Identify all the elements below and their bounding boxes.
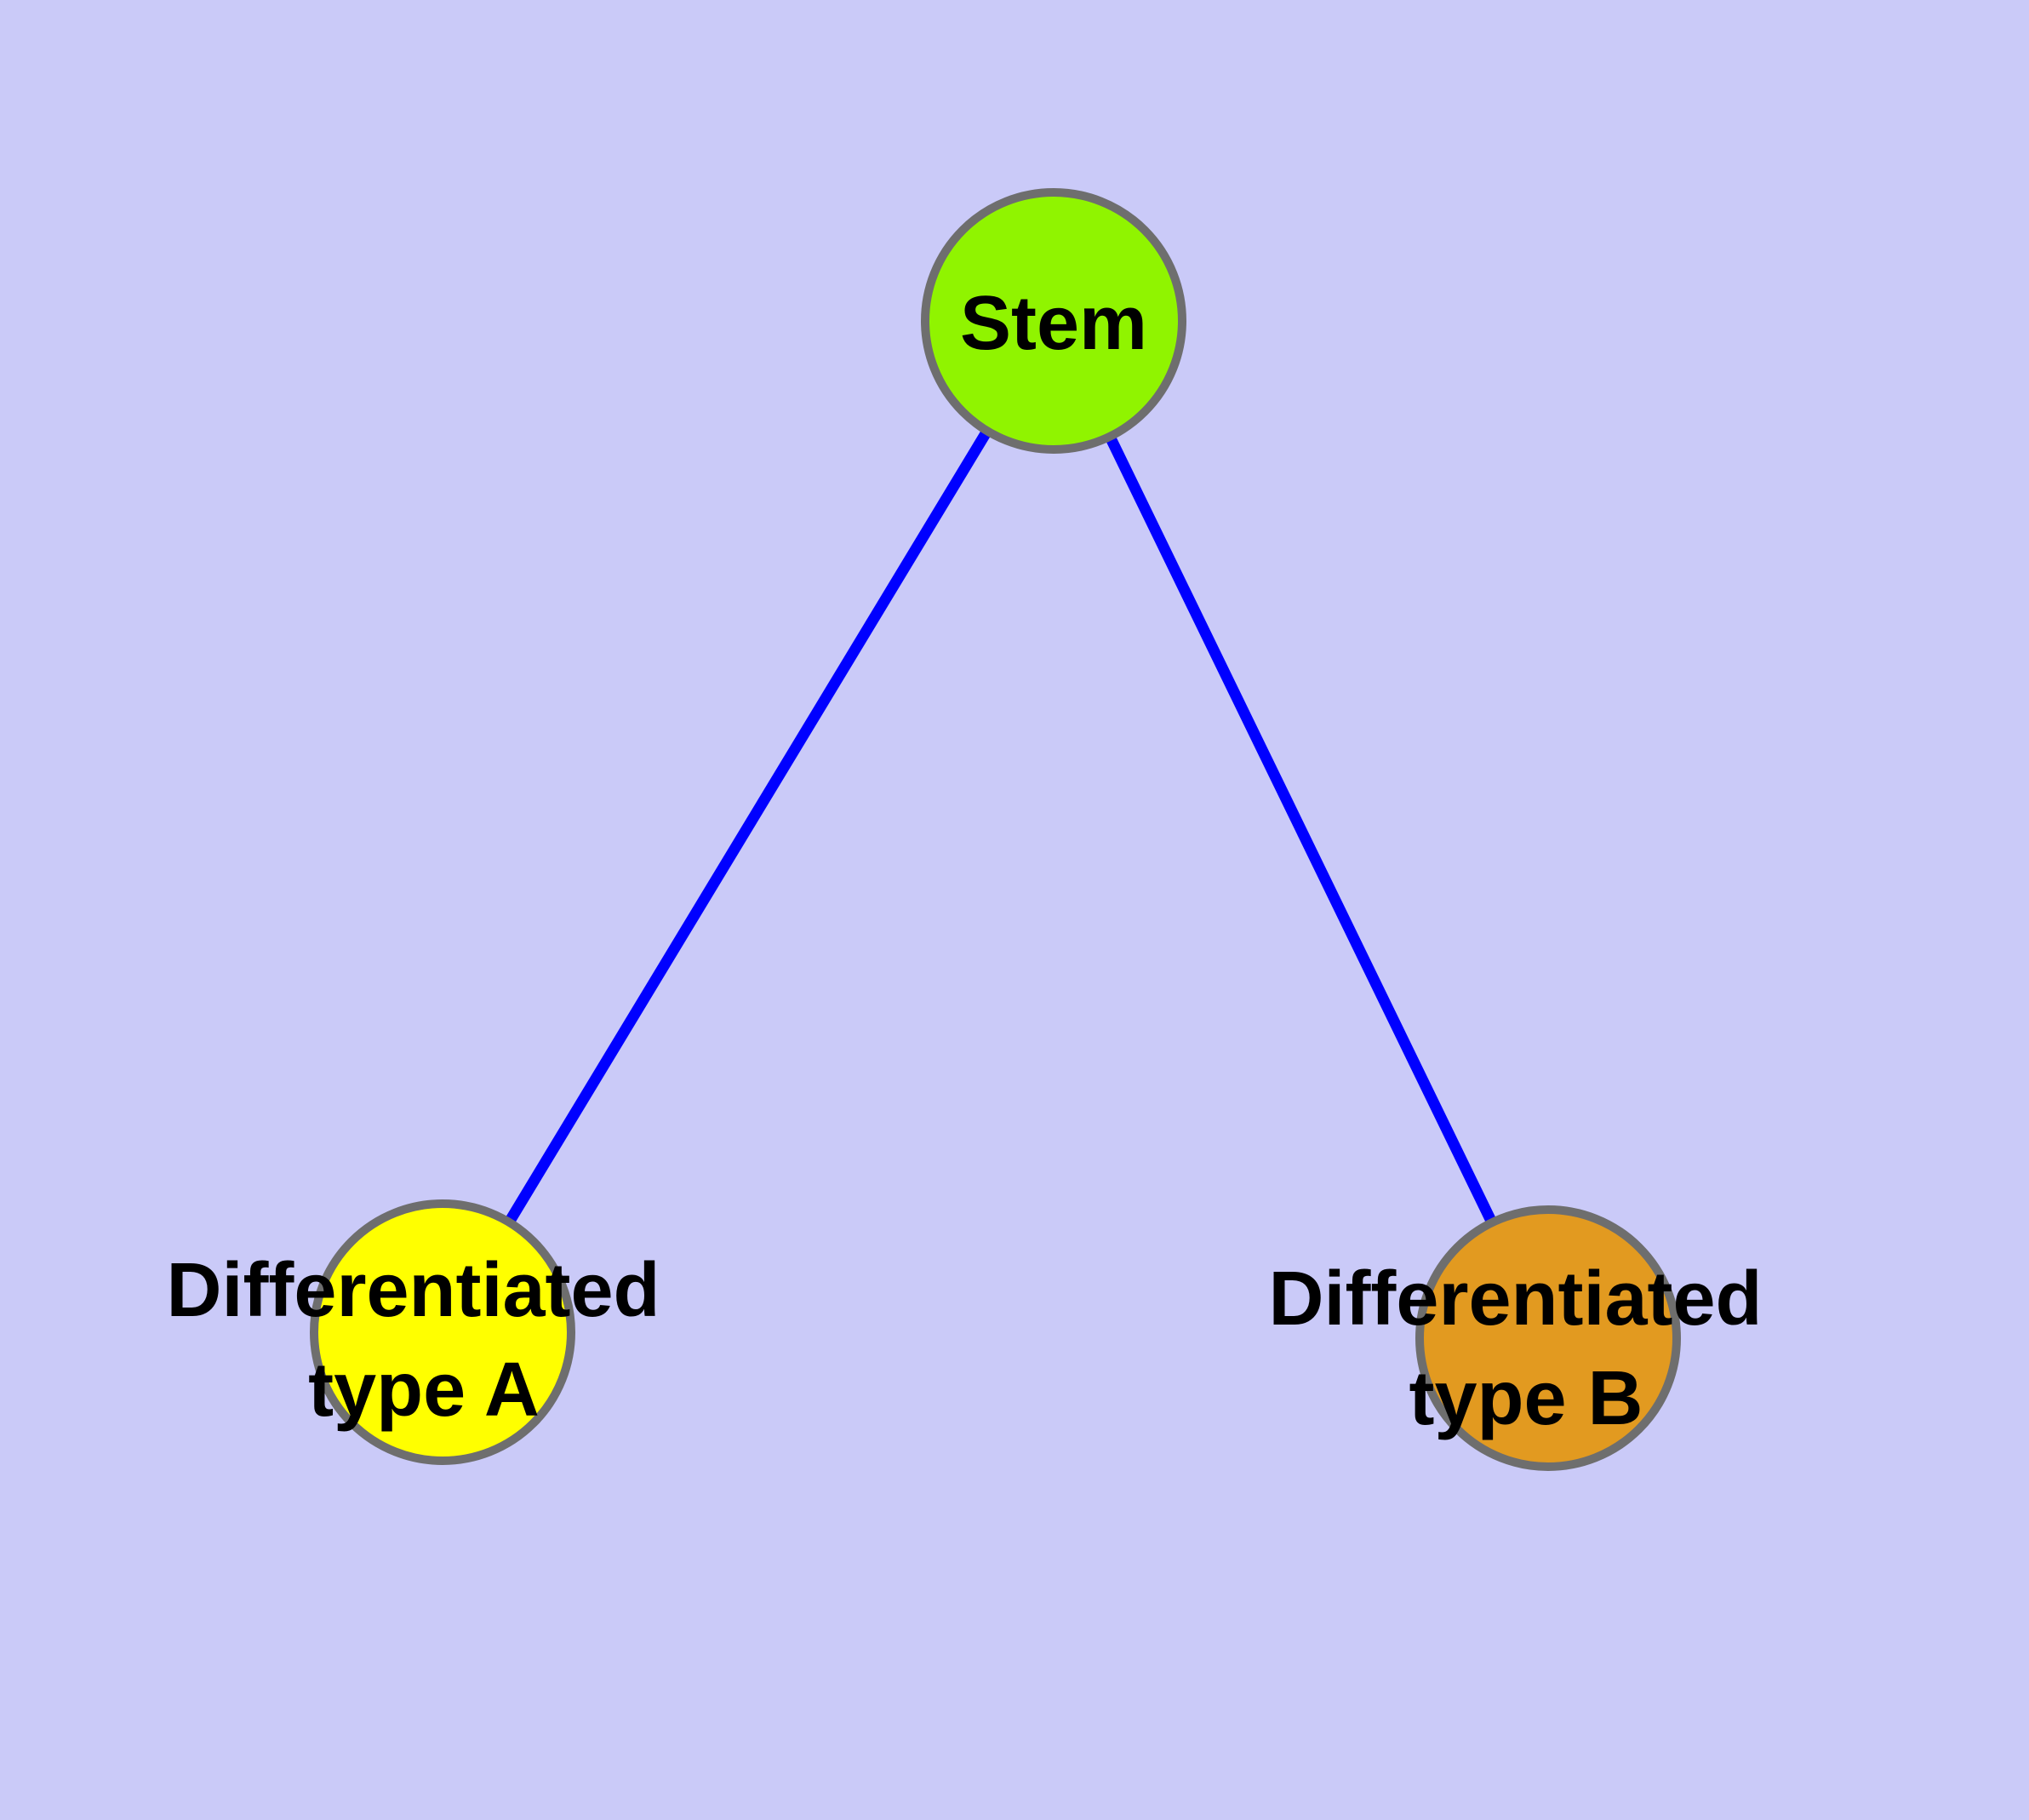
- node-stem: [921, 188, 1186, 454]
- node-label-differentiated-type-a: Differentiated type A: [166, 1248, 681, 1433]
- node-label-line: type B: [1409, 1356, 1643, 1441]
- edge-stem-to-type-b: [1049, 318, 1553, 1341]
- node-differentiated-type-b: [1415, 1205, 1681, 1471]
- node-label-line: Differentiated: [1268, 1256, 1762, 1342]
- node-label-line: type A: [308, 1348, 540, 1433]
- node-label-line: Differentiated: [166, 1248, 660, 1333]
- node-differentiated-type-a: [310, 1199, 575, 1465]
- edge-stem-to-type-a: [437, 318, 1059, 1336]
- node-label-differentiated-type-b: Differentiated type B: [1268, 1256, 1783, 1441]
- node-label-stem: Stem: [960, 281, 1147, 366]
